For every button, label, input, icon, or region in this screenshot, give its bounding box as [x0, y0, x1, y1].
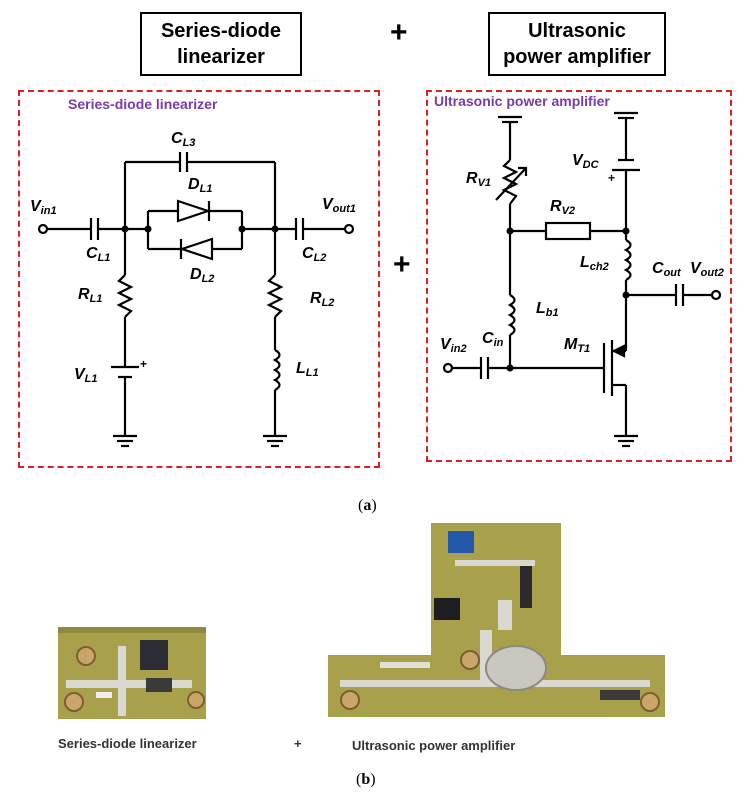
label-lb1: Lb1: [536, 300, 559, 319]
label-dl1: DL1: [188, 176, 213, 195]
label-rl1: RL1: [78, 286, 103, 305]
pcb-photo-linearizer: [58, 627, 206, 719]
label-cl1: CL1: [86, 245, 111, 264]
left-block-title: Series-diode linearizer: [68, 96, 218, 112]
label-vdc: VDC: [572, 152, 599, 171]
vin1-terminal: [37, 223, 49, 235]
header-right-line2: power amplifier: [503, 46, 651, 68]
middle-plus: +: [393, 248, 411, 281]
svg-text:+: +: [608, 171, 615, 185]
label-cl2: CL2: [302, 245, 327, 264]
label-rv1: RV1: [466, 170, 492, 189]
pcb-photo-amplifier: [328, 523, 665, 717]
photo-caption-linearizer: Series-diode linearizer: [58, 736, 197, 751]
photo-caption-amplifier: Ultrasonic power amplifier: [352, 738, 516, 753]
label-cin: Cin: [482, 330, 504, 349]
header-right-line1: Ultrasonic: [528, 20, 626, 42]
label-vin1: Vin1: [30, 198, 57, 217]
label-cl3: CL3: [171, 130, 196, 149]
caption-a: (a): [358, 497, 377, 514]
header-left-line2: linearizer: [177, 46, 265, 68]
vout1-terminal: [343, 223, 355, 235]
vout2-terminal: [710, 289, 722, 301]
header-right-box: Ultrasonic power amplifier: [488, 12, 666, 76]
svg-text:+: +: [140, 357, 147, 371]
left-block-border: [18, 90, 380, 468]
header-left-line1: Series-diode: [160, 20, 282, 42]
header-left-box: Series-diode linearizer: [140, 12, 302, 76]
label-ll1: LL1: [296, 360, 319, 379]
vin2-terminal: [442, 362, 454, 374]
label-vout1: Vout1: [322, 196, 356, 215]
label-vout2: Vout2: [690, 260, 724, 279]
label-vl1: VL1: [74, 366, 98, 385]
label-rl2: RL2: [310, 290, 335, 309]
label-dl2: DL2: [190, 266, 215, 285]
right-block-border: [426, 90, 732, 462]
photo-caption-plus: +: [294, 736, 302, 751]
header-plus: +: [390, 16, 408, 49]
label-mt1: MT1: [564, 336, 591, 355]
label-cout: Cout: [652, 260, 681, 279]
caption-b: (b): [356, 771, 376, 788]
label-vin2: Vin2: [440, 336, 467, 355]
label-rv2: RV2: [550, 198, 576, 217]
label-lch2: Lch2: [580, 254, 609, 273]
right-block-title: Ultrasonic power amplifier: [434, 93, 610, 109]
